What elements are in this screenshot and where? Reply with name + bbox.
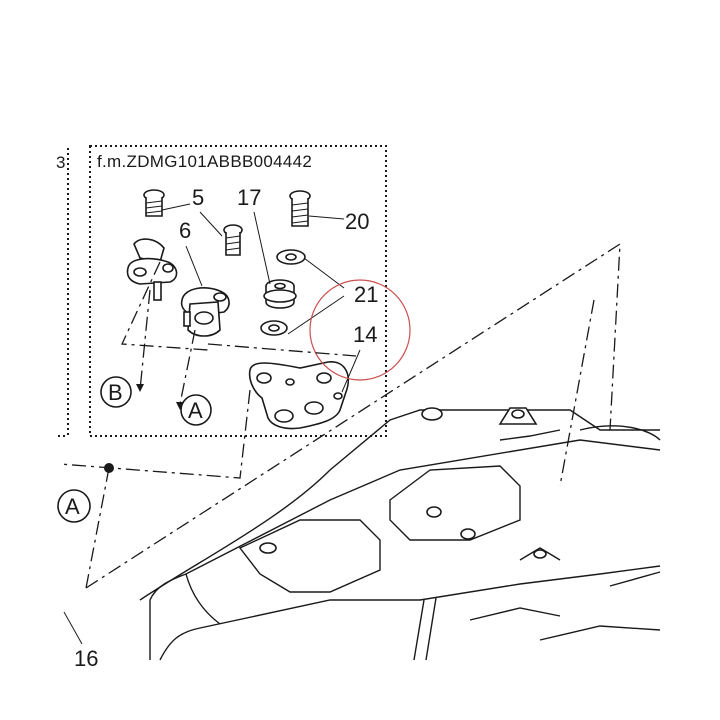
connector-label-a: A xyxy=(188,398,203,423)
grommet-17 xyxy=(263,279,297,309)
washer-upper xyxy=(276,249,306,265)
part-number-14: 14 xyxy=(353,322,377,347)
part-number-20: 20 xyxy=(345,209,369,234)
part-number-6: 6 xyxy=(179,218,191,243)
left-partial-frame: 3 xyxy=(56,148,69,437)
sensor-a xyxy=(180,287,230,337)
svg-text:3: 3 xyxy=(56,153,66,172)
connector-label-a-outer: A xyxy=(65,494,80,519)
part-number-5: 5 xyxy=(192,185,204,210)
part-number-17: 17 xyxy=(237,185,261,210)
washer-lower xyxy=(260,320,288,336)
bracket-14 xyxy=(248,361,350,430)
bolt-20 xyxy=(289,190,311,227)
callout-highlight-circle xyxy=(309,279,411,381)
detail-frame: f.m.ZDMG101ABBB004442 xyxy=(89,145,387,437)
vehicle-body-component xyxy=(139,407,661,661)
connector-b-marker: B xyxy=(100,376,144,408)
sensor-b xyxy=(126,238,178,301)
outer-connector-a: A xyxy=(57,463,114,589)
frame-caption: f.m.ZDMG101ABBB004442 xyxy=(97,152,312,171)
connector-a-marker: A xyxy=(176,394,212,426)
connector-label-b: B xyxy=(108,380,123,405)
assembly-paths xyxy=(59,261,357,479)
mounting-plane-outline xyxy=(85,242,621,589)
bolt-5 xyxy=(143,189,165,217)
bolt-6 xyxy=(223,224,243,256)
part-number-16: 16 xyxy=(74,646,98,671)
part-number-21: 21 xyxy=(354,282,378,307)
